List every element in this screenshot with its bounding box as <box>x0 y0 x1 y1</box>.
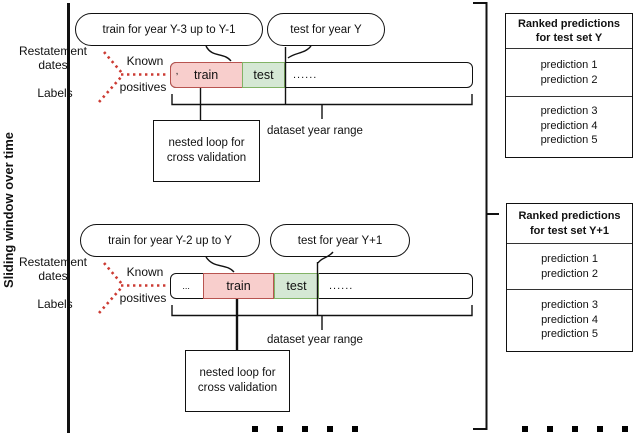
dataset-year-range-label: dataset year range <box>267 125 363 137</box>
prediction-item: prediction 2 <box>540 73 598 86</box>
square-dot <box>547 426 553 432</box>
nested-cross-validation-box: nested loop for cross validation <box>185 350 290 412</box>
predictions-title-line2: for test set Y <box>535 32 603 44</box>
nested-box-line2: cross validation <box>166 152 247 164</box>
nested-box-line1: nested loop for <box>168 137 245 150</box>
known-label: Known <box>126 265 164 279</box>
restatement-dates-line2: dates <box>38 268 68 283</box>
prediction-item: prediction 2 <box>541 267 598 280</box>
top-predictions-group: prediction 1 prediction 2 <box>506 49 632 97</box>
restatement-dates-line1: Restatement <box>18 255 88 269</box>
test-range-bubble: test for year Y <box>267 13 385 46</box>
nested-cross-validation-box: nested loop for cross validation <box>153 120 260 182</box>
prediction-item: prediction 5 <box>541 328 598 341</box>
train-segment-label: train <box>226 278 251 293</box>
dataset-range-bracket <box>171 305 473 317</box>
known-label: Known <box>126 54 164 68</box>
predictions-title-line2: for test set Y+1 <box>530 224 609 237</box>
train-segment: , train <box>169 61 243 88</box>
positives-label: positives <box>119 80 167 94</box>
square-dot <box>622 426 628 432</box>
test-range-bubble: test for year Y+1 <box>270 224 410 257</box>
test-segment-label: test <box>253 67 274 82</box>
square-dot <box>252 426 258 432</box>
continuation-dots-right <box>522 426 628 432</box>
restatement-dates-label: Restatement dates <box>4 44 102 73</box>
dataset-year-range-label: dataset year range <box>267 334 363 346</box>
nested-box-line2: cross validation <box>197 382 278 394</box>
test-bubble-tail <box>287 45 312 59</box>
dataset-range-bracket <box>171 94 473 106</box>
nested-box-line1: nested loop for <box>199 367 276 380</box>
test-segment: test <box>274 272 319 299</box>
labels-label: Labels <box>37 297 73 311</box>
top-predictions-group: prediction 1 prediction 2 <box>507 244 632 290</box>
windows-group-bracket <box>473 2 488 430</box>
train-bubble-tail <box>205 45 232 62</box>
time-axis-line <box>67 3 70 433</box>
square-dot <box>522 426 528 432</box>
predictions-title-line1: Ranked predictions <box>517 17 621 30</box>
dataset-timeline-bar: ... train test ...... <box>170 272 473 299</box>
predictions-title-line1: Ranked predictions <box>518 210 621 223</box>
prediction-item: prediction 4 <box>541 313 598 326</box>
truncation-mark: , <box>175 65 179 77</box>
restatement-dates-line2: dates <box>38 57 68 72</box>
next-predictions-group: prediction 3 prediction 4 prediction 5 <box>506 97 632 155</box>
earlier-years-segment: ... <box>182 280 190 291</box>
test-segment-label: test <box>286 278 307 293</box>
prediction-item: prediction 5 <box>540 134 598 147</box>
square-dot <box>327 426 333 432</box>
future-years-dots: ...... <box>329 279 354 292</box>
train-range-bubble: train for year Y-2 up to Y <box>80 224 260 257</box>
train-segment: train <box>203 272 274 299</box>
predictions-box-title: Ranked predictions for test set Y <box>506 14 632 49</box>
train-range-bubble: train for year Y-3 up to Y-1 <box>75 13 263 46</box>
labels-label: Labels <box>37 86 73 100</box>
train-segment-label: train <box>193 67 219 82</box>
next-predictions-group: prediction 3 prediction 4 prediction 5 <box>507 290 632 350</box>
ranked-predictions-box-y: Ranked predictions for test set Y predic… <box>505 13 633 158</box>
square-dot <box>302 426 308 432</box>
future-years-dots: ...... <box>293 68 318 81</box>
prediction-item: prediction 4 <box>540 119 598 132</box>
dataset-timeline-bar: , train test ...... <box>169 61 473 88</box>
restatement-dates-line1: Restatement <box>18 44 88 58</box>
square-dot <box>352 426 358 432</box>
ranked-predictions-box-y1: Ranked predictions for test set Y+1 pred… <box>506 203 633 352</box>
predictions-box-title: Ranked predictions for test set Y+1 <box>507 204 632 244</box>
prediction-item: prediction 1 <box>541 252 598 265</box>
prediction-item: prediction 3 <box>541 298 598 311</box>
continuation-dots-left <box>252 426 358 432</box>
square-dot <box>597 426 603 432</box>
prediction-item: prediction 3 <box>540 104 598 117</box>
positives-label: positives <box>119 291 167 305</box>
square-dot <box>277 426 283 432</box>
train-bubble-tail <box>205 256 235 273</box>
test-segment: test <box>242 61 285 88</box>
prediction-item: prediction 1 <box>540 58 598 71</box>
square-dot <box>572 426 578 432</box>
restatement-dates-label: Restatement dates <box>4 255 102 284</box>
